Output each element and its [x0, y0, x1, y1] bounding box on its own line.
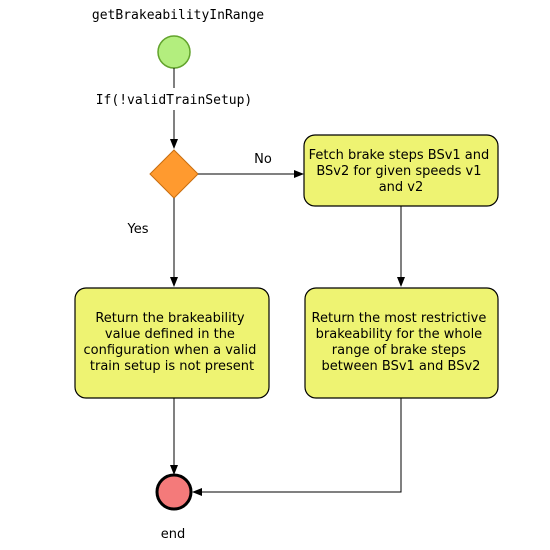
return-restrictive-line-4: between BSv1 and BSv2: [322, 359, 481, 374]
fetch-line-3: and v2: [379, 180, 424, 195]
svg-text:Return the brakeability: Return the brakeability value defined in…: [84, 311, 261, 374]
fetch-line-2: BSv2 for given speeds v1: [316, 164, 481, 179]
return-config-line-2: value defined in the: [105, 327, 235, 342]
fetch-line-1: Fetch brake steps BSv1 and: [309, 148, 490, 163]
return-config-line-4: train setup is not present: [90, 359, 254, 374]
guard-label: If(!validTrainSetup): [96, 93, 253, 108]
return-config-brakeability-node: Return the brakeability value defined in…: [74, 287, 270, 399]
return-config-line-1: Return the brakeability: [95, 311, 245, 326]
edge-return-restrictive-to-end: [192, 398, 402, 496]
return-restrictive-line-3: range of brake steps: [332, 343, 466, 358]
return-restrictive-line-1: Return the most restrictive: [312, 311, 487, 326]
diagram-title: getBrakeabilityInRange: [92, 8, 264, 23]
return-config-line-3: configuration when a valid: [84, 343, 257, 358]
return-restrictive-line-2: brakeability for the whole: [316, 327, 483, 342]
return-restrictive-brakeability-node: Return the most restrictive brakeability…: [304, 287, 499, 399]
end-node: [155, 473, 193, 511]
end-label: end: [161, 527, 186, 542]
start-node: [157, 35, 191, 69]
decision-node: [149, 149, 199, 199]
fetch-brake-steps-node: Fetch brake steps BSv1 and BSv2 for give…: [303, 134, 499, 207]
svg-text:Fetch brake steps BSv1 and: Fetch brake steps BSv1 and BSv2 for give…: [309, 148, 494, 195]
no-label: No: [254, 152, 272, 167]
yes-label: Yes: [127, 222, 149, 237]
svg-text:Return the most restrictive: Return the most restrictive brakeability…: [312, 311, 491, 374]
